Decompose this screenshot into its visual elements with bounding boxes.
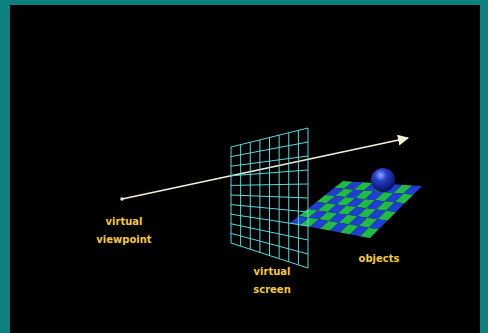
grid-line bbox=[231, 156, 308, 166]
grid-line bbox=[231, 170, 308, 176]
caption-label: virtual viewpoint bbox=[96, 213, 151, 249]
grid-line bbox=[231, 195, 308, 198]
grid-line bbox=[231, 233, 308, 254]
grid-line bbox=[231, 205, 308, 212]
view-ray bbox=[122, 138, 408, 199]
checker-cell bbox=[369, 219, 388, 229]
caption-label: virtual screen bbox=[253, 263, 291, 299]
grid-line bbox=[231, 142, 308, 157]
grid-line bbox=[231, 243, 308, 268]
checker-cell bbox=[360, 228, 379, 238]
checker-cell bbox=[386, 202, 405, 212]
caption-label: objects bbox=[359, 250, 400, 268]
checker-cell bbox=[403, 185, 422, 194]
viewpoint-dot bbox=[120, 197, 124, 201]
checker-cell bbox=[395, 194, 414, 204]
grid-line bbox=[231, 224, 308, 240]
virtual-screen-grid bbox=[231, 128, 308, 268]
black-ground bbox=[10, 5, 480, 333]
sphere-object bbox=[371, 168, 395, 192]
checkerboard-plane bbox=[290, 181, 422, 238]
grid-line bbox=[231, 214, 308, 226]
checker-cell bbox=[377, 211, 396, 221]
grid-line bbox=[231, 184, 308, 185]
